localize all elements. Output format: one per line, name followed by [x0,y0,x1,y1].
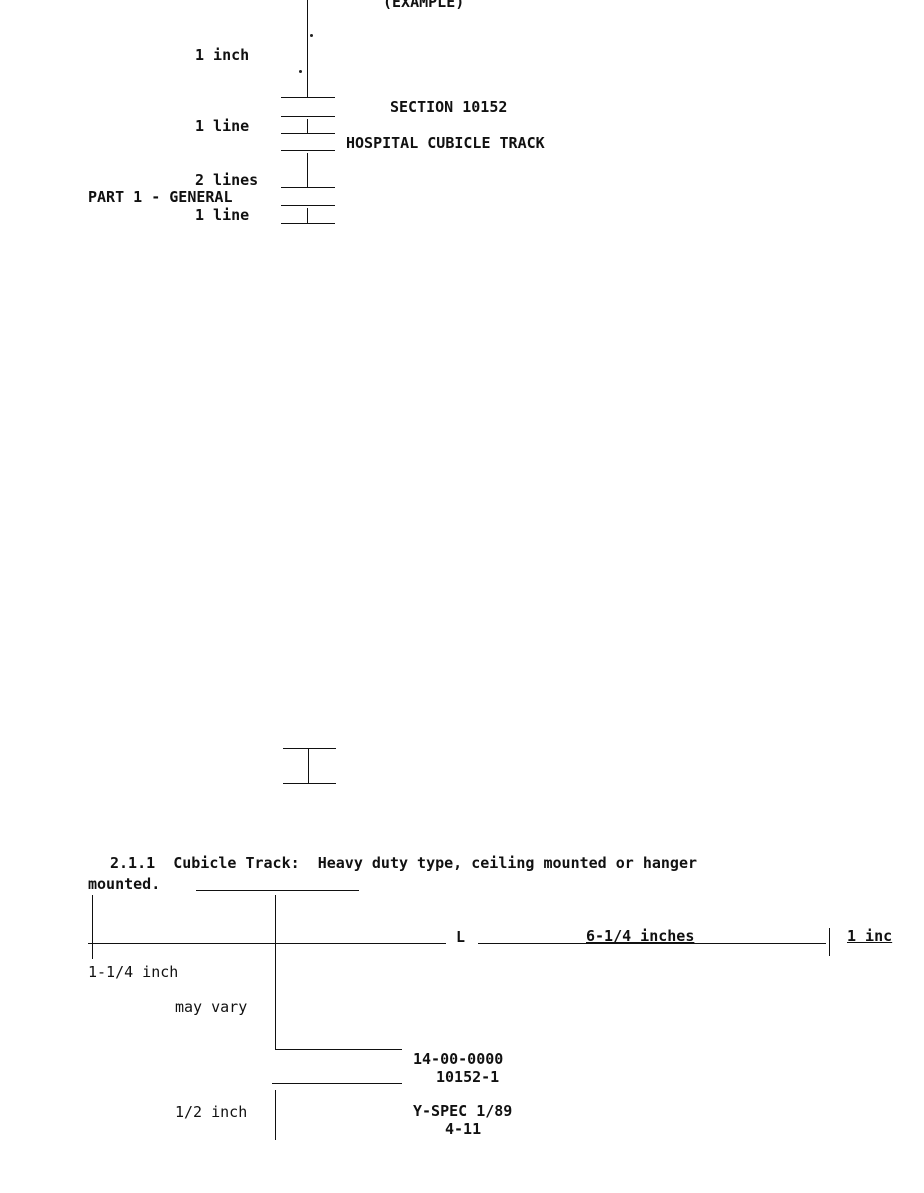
line-end-rule [196,890,359,891]
margin-marker: L [456,928,466,946]
half-inch-line [275,1090,276,1140]
text-start-line [275,895,276,1050]
paragraph-line-2: mounted. [88,875,161,893]
right-margin-label: 1 inc [847,927,893,945]
text-width-label: 6-1/4 inches [586,927,695,945]
part-heading: PART 1 - GENERAL [88,188,233,206]
paragraph-line-1: 2.1.1 Cubicle Track: Heavy duty type, ce… [110,854,697,872]
one-inch-label: 1 inch [195,46,250,64]
footer-page: 4-11 [445,1120,482,1138]
left-margin-label: 1-1/4 inch [88,963,179,981]
reference-line [281,205,335,206]
reference-line [281,223,335,224]
two-lines-label: 2 lines [195,171,259,189]
reference-line [283,748,336,749]
may-vary-label: may vary [175,998,248,1016]
one-inch-dimension-line [307,0,308,97]
footer-top-rule [275,1049,402,1050]
mark-stem [308,749,309,783]
reference-line [281,116,335,117]
reference-line [281,150,335,151]
reference-line [281,97,335,98]
footer-code: 14-00-0000 [413,1050,504,1068]
tick-dot [310,34,313,37]
one-line-dimension [307,119,308,133]
half-inch-label: 1/2 inch [175,1103,248,1121]
footer-spec: Y-SPEC 1/89 [413,1102,513,1120]
margin-measure-line [88,943,446,944]
tick-dot [299,70,302,73]
two-lines-dimension [307,153,308,187]
one-line-label-a: 1 line [195,117,250,135]
left-margin-line [92,895,93,959]
reference-line [281,133,335,134]
one-line-label-b: 1 line [195,206,250,224]
text-width-line [478,943,826,944]
reference-line [281,187,335,188]
footer-bottom-rule [272,1083,402,1084]
footer-section-page: 10152-1 [436,1068,500,1086]
one-line-dimension-b [307,208,308,223]
section-title: HOSPITAL CUBICLE TRACK [346,134,545,152]
reference-line [283,783,336,784]
right-margin-line [829,928,830,956]
section-number: SECTION 10152 [390,98,508,116]
example-label: (EXAMPLE) [383,0,465,11]
